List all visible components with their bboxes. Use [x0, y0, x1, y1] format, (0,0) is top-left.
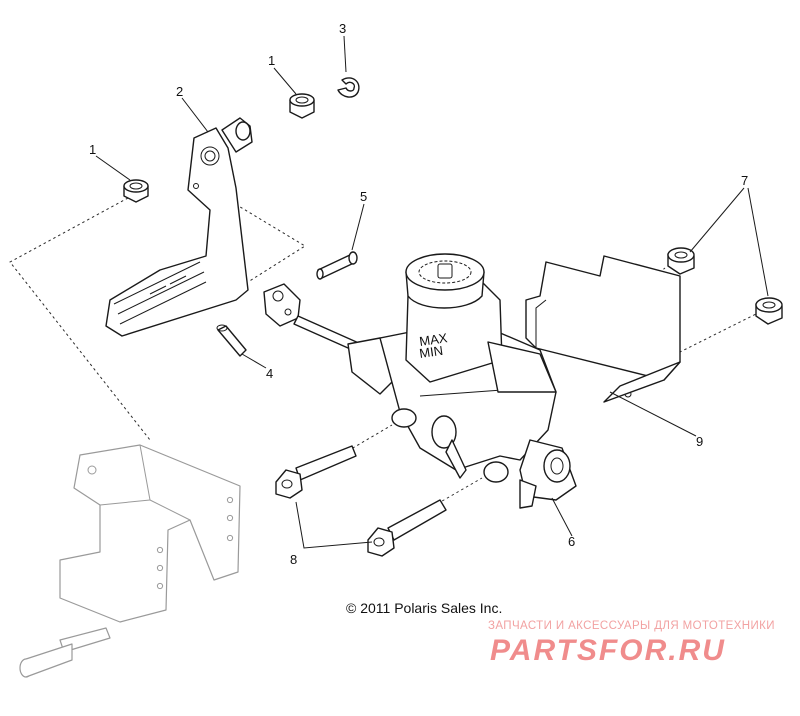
- master-cylinder: MAX MIN: [263, 253, 577, 509]
- mounting-plate: [525, 255, 681, 403]
- callout-4: 4: [266, 366, 273, 381]
- frame-bracket: [19, 444, 241, 678]
- reservoir-max-label: MAX: [418, 330, 448, 349]
- watermark-logo: PARTSFOR.RU: [490, 634, 726, 667]
- callout-3: 3: [339, 21, 346, 36]
- e-clip: [337, 77, 360, 98]
- brake-pedal: [105, 117, 253, 337]
- bushing-top: [289, 93, 315, 119]
- watermark-tagline: ЗАПЧАСТИ И АКСЕССУАРЫ ДЛЯ МОТОТЕХНИКИ: [488, 620, 775, 632]
- flange-bolt-upper: [275, 445, 357, 499]
- reservoir-min-label: MIN: [418, 343, 444, 361]
- copyright-notice: © 2011 Polaris Sales Inc.: [346, 600, 503, 616]
- flange-nut-upper: [667, 247, 695, 275]
- callout-6: 6: [568, 534, 575, 549]
- callout-2: 2: [176, 84, 183, 99]
- clevis-pin: [316, 251, 358, 280]
- callout-numbers: 1 1 2 3 4 5 6 7 8 9: [89, 21, 748, 567]
- callout-5: 5: [360, 189, 367, 204]
- callout-8: 8: [290, 552, 297, 567]
- flange-bolt-lower: [367, 499, 447, 557]
- bushing-left: [123, 179, 149, 203]
- callout-1-left: 1: [89, 142, 96, 157]
- cotter-pin: [216, 324, 247, 357]
- flange-nut-lower: [755, 297, 783, 325]
- callout-9: 9: [696, 434, 703, 449]
- callout-1-top: 1: [268, 53, 275, 68]
- leader-lines: [95, 35, 769, 549]
- callout-7: 7: [741, 173, 748, 188]
